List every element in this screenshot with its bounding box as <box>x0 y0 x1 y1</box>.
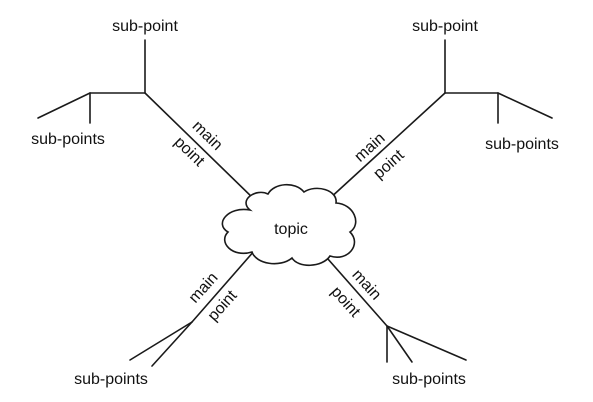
sub-line-lower-left-1 <box>129 321 193 361</box>
sub-points-label-upper-right: sub-points <box>485 136 559 153</box>
main-line-lower-left <box>191 249 256 323</box>
branch-upper-left: sub-point sub-points main point <box>31 18 256 201</box>
cloud-shape <box>221 183 357 267</box>
main-line-lower-right <box>319 249 388 327</box>
sub-line-upper-left-diag <box>37 92 91 119</box>
sub-line-upper-right-diag <box>497 92 553 119</box>
main-line-upper-left <box>144 92 256 201</box>
branch-lower-left: sub-points main point <box>74 249 256 388</box>
branch-upper-right: sub-point sub-points main point <box>327 18 559 201</box>
topic-label: topic <box>274 221 308 238</box>
sub-points-label-lower-left: sub-points <box>74 371 148 388</box>
sub-points-label-upper-left: sub-points <box>31 131 105 148</box>
sub-line-lower-right-2 <box>386 325 413 363</box>
sub-point-label-upper-left: sub-point <box>112 18 178 35</box>
sub-line-lower-left-2 <box>151 321 193 367</box>
sub-point-label-upper-right: sub-point <box>412 18 478 35</box>
sub-line-lower-right-3 <box>386 325 467 361</box>
main-line-upper-right <box>327 92 446 201</box>
main-label-lower-right-2: point <box>327 283 363 321</box>
topic-cloud: topic <box>221 183 357 267</box>
branch-lower-right: sub-points main point <box>319 249 467 388</box>
sub-points-label-lower-right: sub-points <box>392 371 466 388</box>
